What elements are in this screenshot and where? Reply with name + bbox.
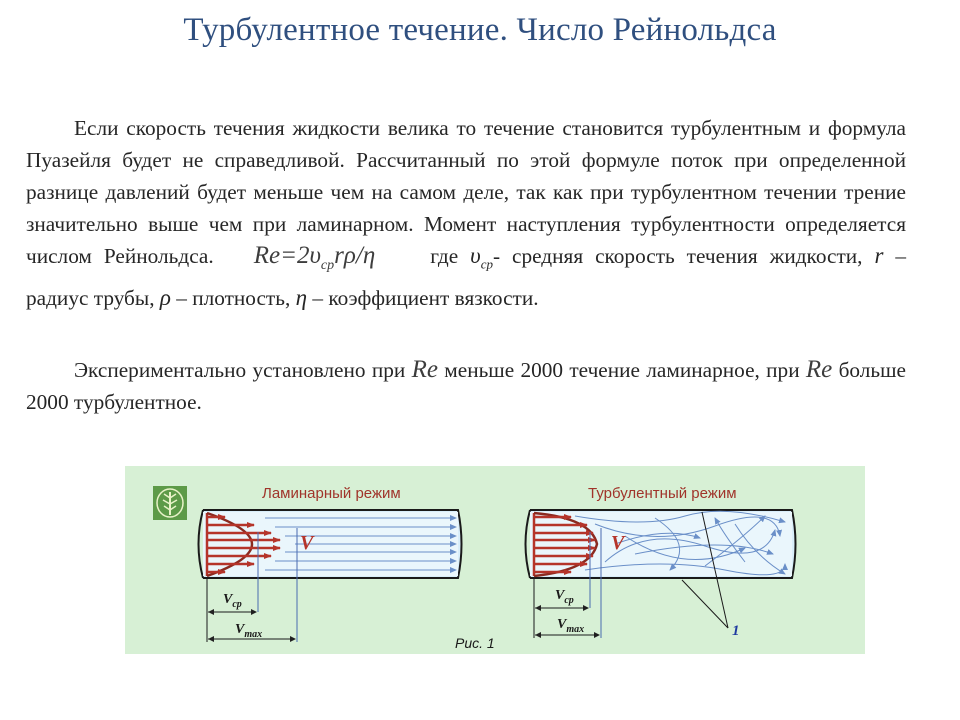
where-label: где xyxy=(430,244,459,268)
turbulent-pipe xyxy=(524,509,797,579)
turbulent-title: Турбулентный режим xyxy=(588,485,737,502)
paragraph-reynolds: Если скорость течения жидкости велика то… xyxy=(26,116,906,310)
laminar-dimension-lines xyxy=(206,528,298,642)
laminar-vcp-label: Vср xyxy=(223,592,242,610)
radius-symbol: r xyxy=(874,243,884,268)
reynolds-formula: Re=2υсрrρ/η xyxy=(253,242,376,273)
paragraph-text: Если скорость течения жидкости велика то… xyxy=(26,116,906,268)
velocity-symbol: υср xyxy=(470,243,493,272)
flow-diagram-svg: Ламинарный режим V Vср Vmax Т xyxy=(153,485,797,651)
laminar-title: Ламинарный режим xyxy=(262,485,401,502)
laminar-velocity-label: V xyxy=(300,532,315,554)
turbulent-velocity-label: V xyxy=(611,532,626,554)
laminar-velocity-profile xyxy=(205,511,281,578)
wheat-emblem-icon xyxy=(153,486,187,520)
viscosity-symbol: η xyxy=(295,285,308,310)
density-symbol: ρ xyxy=(159,285,171,310)
laminar-vmax-label: Vmax xyxy=(235,622,262,640)
slide-title: Турбулентное течение. Число Рейнольдса xyxy=(183,12,777,48)
eddy-pointer-lines xyxy=(681,511,729,629)
eddy-marker-label: 1 xyxy=(732,623,740,639)
flow-diagram: Ламинарный режим V Vср Vmax Т xyxy=(125,466,865,654)
turbulent-velocity-profile xyxy=(532,511,599,578)
re-symbol-2: Re xyxy=(805,356,833,383)
turbulent-dimension-lines xyxy=(533,528,602,638)
turbulent-vmax-label: Vmax xyxy=(557,617,584,635)
paragraph-threshold: Экспериментально установлено при Re мень… xyxy=(26,356,906,414)
figure-caption: Рис. 1 xyxy=(455,635,495,651)
turbulent-flow-lines xyxy=(574,510,788,576)
turbulent-vcp-label: Vср xyxy=(555,588,574,606)
re-symbol: Re xyxy=(411,356,438,383)
